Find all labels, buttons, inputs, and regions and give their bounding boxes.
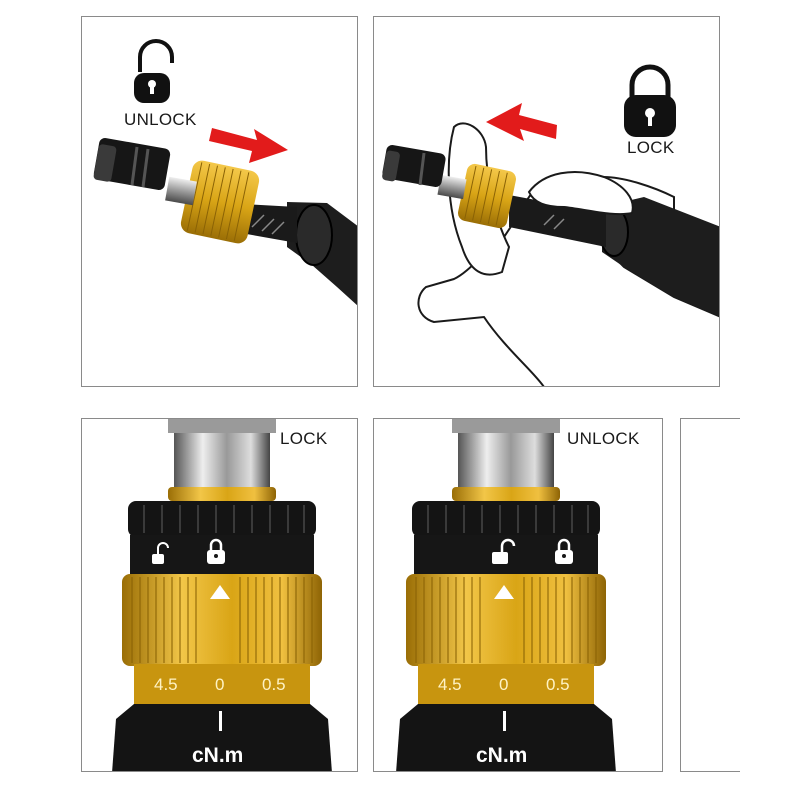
scale-mark-4-5: 4.5	[438, 675, 462, 694]
small-locked-padlock-icon	[555, 538, 573, 564]
scale-mark-0: 0	[499, 675, 509, 694]
small-locked-padlock-icon	[207, 538, 225, 564]
torque-unit-label: cN.m	[476, 744, 528, 767]
panel-unlock-push: UNLOCK	[81, 16, 358, 387]
push-right-arrow-icon	[209, 128, 288, 163]
thumb-illustration	[527, 171, 634, 216]
scale-mark-0-5: 0.5	[546, 675, 570, 694]
scale-mark-4-5: 4.5	[154, 675, 178, 694]
unlock-state-caption: UNLOCK	[567, 429, 640, 448]
lock-state-caption: LOCK	[280, 429, 328, 448]
black-handle-body	[112, 704, 332, 771]
gold-adjustment-ring	[406, 574, 606, 666]
small-unlocked-padlock-icon	[152, 542, 169, 564]
panel-unlock-push-art	[93, 39, 357, 306]
pull-left-arrow-icon	[486, 103, 557, 141]
locked-padlock-icon	[624, 64, 676, 137]
scale-mark-0-5: 0.5	[262, 675, 286, 694]
panel-lock-pull: LOCK	[373, 16, 720, 387]
small-unlocked-padlock-icon	[492, 538, 516, 564]
pointer-triangle-icon	[494, 585, 514, 599]
screwdriver-illustration	[382, 144, 719, 317]
unlocked-padlock-icon	[134, 39, 174, 103]
gold-adjustment-ring	[122, 574, 322, 666]
torque-unit-label: cN.m	[192, 744, 244, 767]
scale-mark-0: 0	[215, 675, 225, 694]
dial-unlock-art	[396, 419, 616, 771]
panel-dial-unlock: UNLOCK 4.5 0 0.5 cN.m	[373, 418, 663, 772]
black-handle-body	[396, 704, 616, 771]
panel-dial-lock: LOCK 4.5 0 0.5 cN.m	[81, 418, 358, 772]
unlock-caption: UNLOCK	[124, 110, 197, 129]
screwdriver-illustration	[93, 138, 357, 306]
pointer-triangle-icon	[210, 585, 230, 599]
lock-caption: LOCK	[627, 138, 675, 157]
dial-lock-art	[112, 419, 332, 771]
panel-lock-pull-art	[382, 64, 719, 386]
panel-partial-edge	[680, 418, 740, 772]
